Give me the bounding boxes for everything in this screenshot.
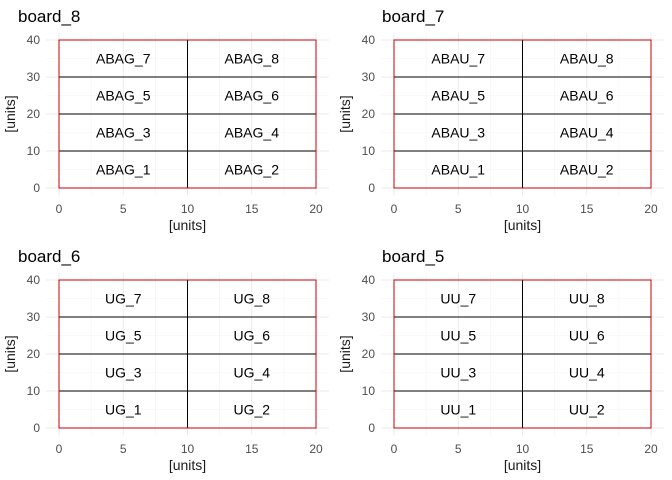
panel-title: board_5 bbox=[382, 247, 444, 266]
cell-label: ABAU_3 bbox=[431, 125, 485, 141]
y-tick-label: 40 bbox=[27, 33, 41, 47]
y-tick-label: 30 bbox=[362, 70, 376, 84]
cell-label: UG_5 bbox=[105, 328, 142, 344]
x-tick-label: 0 bbox=[56, 202, 63, 216]
x-axis-title: [units] bbox=[169, 217, 206, 233]
x-tick-label: 10 bbox=[181, 442, 195, 456]
cell-label: UG_8 bbox=[233, 291, 270, 307]
cell-label: UU_6 bbox=[569, 328, 605, 344]
x-tick-label: 0 bbox=[391, 442, 398, 456]
y-tick-label: 0 bbox=[33, 181, 40, 195]
y-axis-title: [units] bbox=[337, 95, 353, 132]
x-axis-title: [units] bbox=[504, 217, 541, 233]
x-tick-label: 20 bbox=[644, 202, 658, 216]
cell-label: UU_2 bbox=[569, 402, 605, 418]
cell-label: UU_1 bbox=[440, 402, 476, 418]
x-tick-label: 5 bbox=[455, 442, 462, 456]
cell-label: UG_6 bbox=[233, 328, 270, 344]
y-tick-label: 20 bbox=[362, 107, 376, 121]
y-tick-label: 10 bbox=[362, 384, 376, 398]
cell-label: ABAU_1 bbox=[431, 162, 485, 178]
x-tick-label: 10 bbox=[516, 442, 530, 456]
board-panel-1: ABAU_1 ABAU_2 ABAU_3 ABAU_4 ABAU_5 ABAU_6 ABAU… bbox=[337, 7, 664, 233]
x-tick-label: 5 bbox=[120, 442, 127, 456]
y-tick-label: 0 bbox=[368, 181, 375, 195]
x-tick-label: 0 bbox=[56, 442, 63, 456]
cell-label: ABAG_4 bbox=[225, 125, 280, 141]
y-tick-label: 20 bbox=[27, 347, 41, 361]
x-tick-label: 20 bbox=[644, 442, 658, 456]
x-tick-label: 15 bbox=[580, 442, 594, 456]
cell-label: ABAG_1 bbox=[96, 162, 151, 178]
board-panel-3: UU_1 UU_2 UU_3 UU_4 UU_5 UU_6 UU_7 UU_8 0 5 10 15 20… bbox=[337, 247, 664, 473]
y-axis-title: [units] bbox=[2, 95, 18, 132]
y-tick-label: 40 bbox=[27, 273, 41, 287]
x-tick-label: 20 bbox=[309, 202, 323, 216]
cell-label: ABAU_5 bbox=[431, 88, 485, 104]
y-tick-label: 30 bbox=[27, 70, 41, 84]
panel-title: board_8 bbox=[18, 7, 80, 26]
x-tick-label: 5 bbox=[120, 202, 127, 216]
y-tick-label: 10 bbox=[362, 144, 376, 158]
cell-label: ABAU_4 bbox=[560, 125, 614, 141]
x-tick-label: 15 bbox=[245, 442, 259, 456]
cell-label: ABAG_8 bbox=[225, 51, 280, 67]
y-tick-label: 0 bbox=[33, 421, 40, 435]
x-tick-label: 15 bbox=[245, 202, 259, 216]
x-axis-title: [units] bbox=[169, 457, 206, 473]
board-panel-0: ABAG_1 ABAG_2 ABAG_3 ABAG_4 ABAG_5 ABAG_6 ABAG… bbox=[2, 7, 329, 233]
board-border bbox=[393, 279, 652, 429]
cell-label: UG_3 bbox=[105, 365, 142, 381]
x-tick-label: 15 bbox=[580, 202, 594, 216]
cell-label: ABAG_5 bbox=[96, 88, 151, 104]
cell-label: ABAG_7 bbox=[96, 51, 151, 67]
x-tick-label: 0 bbox=[391, 202, 398, 216]
y-tick-label: 0 bbox=[368, 421, 375, 435]
x-axis-title: [units] bbox=[504, 457, 541, 473]
board-border bbox=[58, 279, 317, 429]
y-tick-label: 20 bbox=[362, 347, 376, 361]
y-tick-label: 30 bbox=[27, 310, 41, 324]
cell-label: UG_4 bbox=[233, 365, 270, 381]
cell-label: UU_7 bbox=[440, 291, 476, 307]
cell-label: ABAU_7 bbox=[431, 51, 485, 67]
cell-label: ABAG_3 bbox=[96, 125, 151, 141]
cell-label: UG_2 bbox=[233, 402, 270, 418]
cell-label: UG_7 bbox=[105, 291, 142, 307]
cell-label: ABAG_2 bbox=[225, 162, 280, 178]
board-panel-2: UG_1 UG_2 UG_3 UG_4 UG_5 UG_6 UG_7 UG_8 0 5 10 15 20… bbox=[2, 247, 329, 473]
cell-label: ABAG_6 bbox=[225, 88, 280, 104]
x-tick-label: 20 bbox=[309, 442, 323, 456]
x-tick-label: 5 bbox=[455, 202, 462, 216]
cell-label: UU_5 bbox=[440, 328, 476, 344]
cell-label: UU_4 bbox=[569, 365, 605, 381]
panel-title: board_6 bbox=[18, 247, 80, 266]
cell-label: ABAU_2 bbox=[560, 162, 614, 178]
cell-label: ABAU_8 bbox=[560, 51, 614, 67]
y-tick-label: 40 bbox=[362, 33, 376, 47]
cell-label: UG_1 bbox=[105, 402, 142, 418]
x-tick-label: 10 bbox=[516, 202, 530, 216]
y-tick-label: 40 bbox=[362, 273, 376, 287]
board-border bbox=[58, 39, 317, 189]
y-tick-label: 20 bbox=[27, 107, 41, 121]
y-tick-label: 10 bbox=[27, 144, 41, 158]
cell-label: UU_3 bbox=[440, 365, 476, 381]
y-tick-label: 10 bbox=[27, 384, 41, 398]
cell-label: UU_8 bbox=[569, 291, 605, 307]
y-tick-label: 30 bbox=[362, 310, 376, 324]
x-tick-label: 10 bbox=[181, 202, 195, 216]
y-axis-title: [units] bbox=[337, 335, 353, 372]
panel-title: board_7 bbox=[382, 7, 444, 26]
cell-label: ABAU_6 bbox=[560, 88, 614, 104]
board-border bbox=[393, 39, 652, 189]
y-axis-title: [units] bbox=[2, 335, 18, 372]
